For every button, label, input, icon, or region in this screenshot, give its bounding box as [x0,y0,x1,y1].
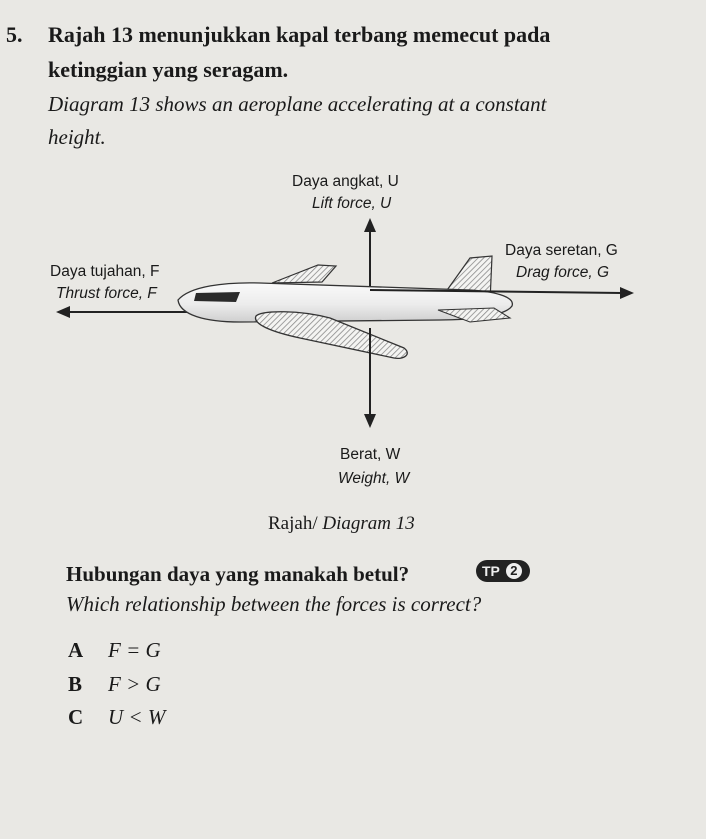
question-text-en-line2: height. [48,125,106,149]
option-b-expression: F > G [108,672,161,696]
question-text-ms-line1: Rajah 13 menunjukkan kapal terbang memec… [48,22,551,47]
option-a-letter: A [68,638,84,662]
question-text-en-line1: Diagram 13 shows an aeroplane accelerati… [48,92,547,116]
lift-arrow [364,218,376,290]
option-b[interactable]: B F > G [68,672,161,697]
lift-label-ms: Daya angkat, U [292,173,399,190]
far-wing-shape [271,264,338,284]
weight-arrow [364,328,376,428]
option-b-letter: B [68,672,83,696]
drag-arrow [369,287,634,299]
question-number: 5. [6,22,23,47]
prompt-text-en: Which relationship between the forces is… [66,592,482,616]
drag-label-en: Drag force, G [516,264,610,281]
weight-label-en: Weight, W [338,470,410,487]
cockpit-window-shape [194,292,240,302]
drag-label-ms: Daya seretan, G [505,242,618,259]
weight-label-ms: Berat, W [340,446,401,463]
question-text-ms-line2: ketinggian yang seragam. [48,57,289,82]
tp-badge-prefix: TP [482,563,500,579]
option-a-expression: F = G [108,638,161,662]
diagram-caption: Rajah/ Diagram 13 [268,513,415,535]
caption-en: Diagram 13 [322,513,415,534]
prompt-text-ms: Hubungan daya yang manakah betul? [66,562,410,586]
fuselage-shape [177,282,513,323]
thrust-label-ms: Daya tujahan, F [50,263,160,280]
option-c[interactable]: C U < W [68,705,165,730]
option-c-letter: C [68,705,84,729]
tp-level-badge: TP 2 [476,560,530,582]
option-a[interactable]: A F = G [68,638,161,663]
thrust-label-en: Thrust force, F [56,285,157,302]
tail-stabiliser-shape [437,307,512,323]
caption-ms: Rajah/ [268,513,318,534]
option-c-expression: U < W [108,705,166,729]
thrust-arrow [56,306,190,318]
tp-badge-level: 2 [505,563,522,579]
lift-label-en: Lift force, U [312,195,392,212]
